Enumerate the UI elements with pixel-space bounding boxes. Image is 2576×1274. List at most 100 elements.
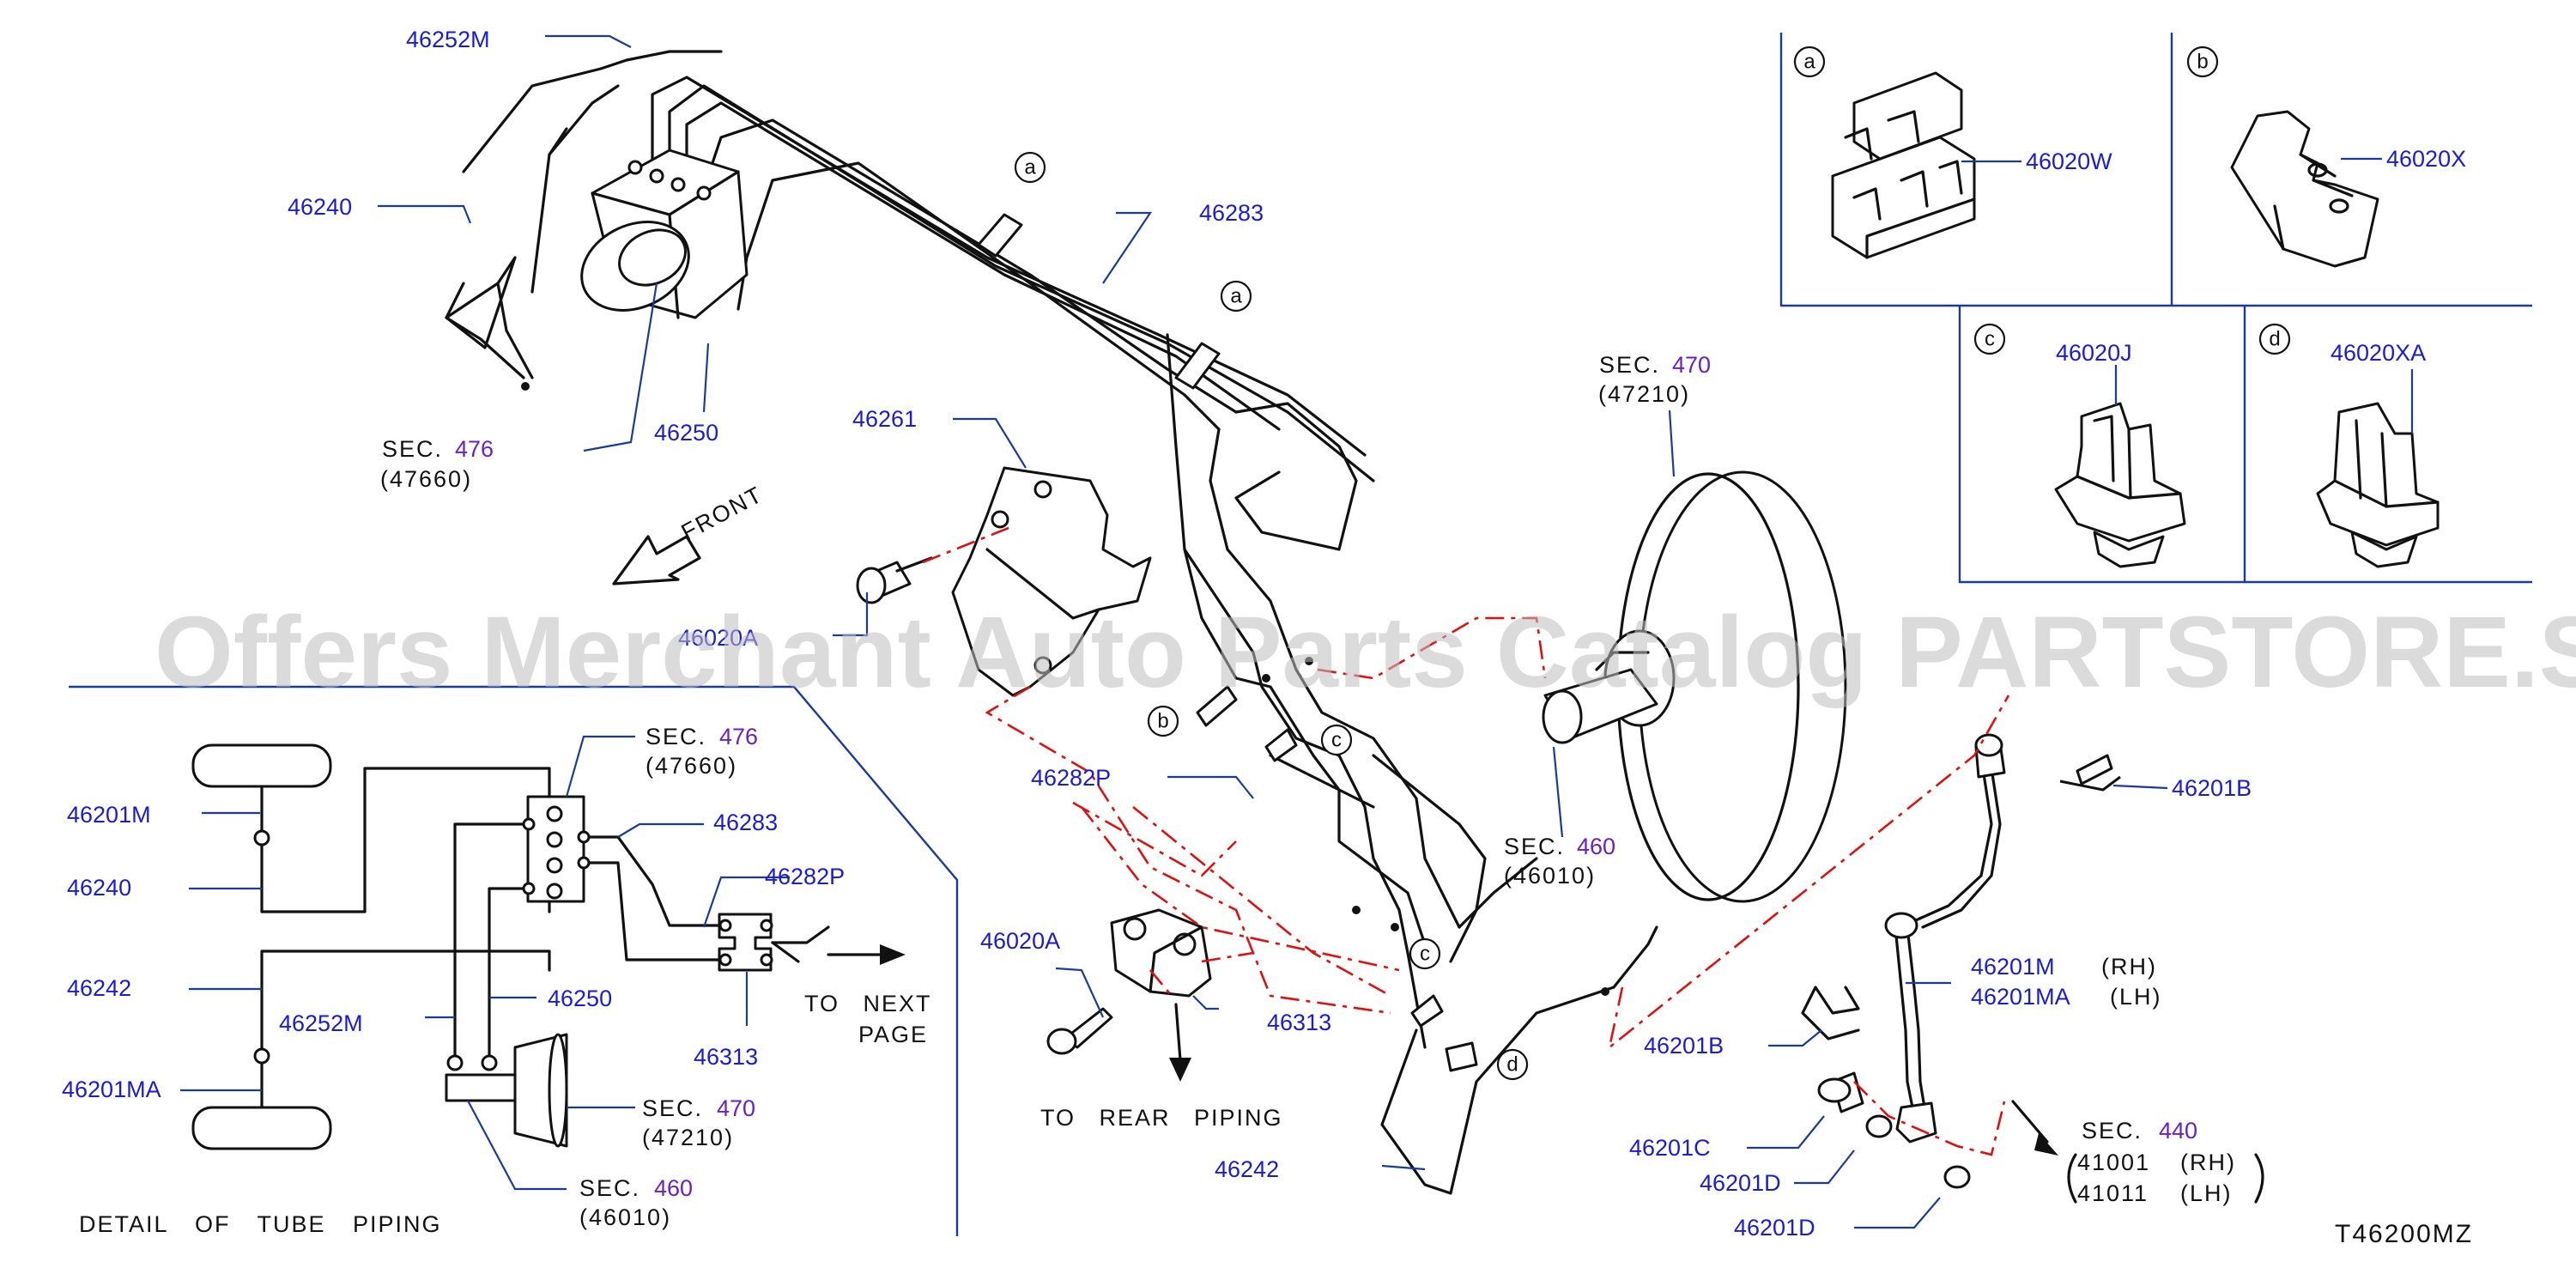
badge-a-2: a	[1220, 280, 1252, 312]
label-to-rear-piping: TO REAR PIPING	[1040, 1105, 1283, 1131]
svg-text:c: c	[1420, 943, 1430, 966]
svg-text:SEC.: SEC.	[579, 1175, 640, 1201]
svg-text:(47210): (47210)	[1598, 381, 1690, 407]
svg-text:440: 440	[2159, 1118, 2197, 1144]
badge-c-inset: c	[1973, 323, 2006, 355]
abs-actuator-and-tubes: a a b c c d	[445, 50, 1658, 1195]
callout-46201B-top: 46201B	[2172, 775, 2252, 801]
svg-text:SEC.: SEC.	[1504, 834, 1565, 859]
callout-46240: 46240	[288, 194, 352, 220]
inset-a-clip-46020W: a 46020W	[1793, 46, 2112, 259]
svg-text:SEC.: SEC.	[1599, 352, 1660, 378]
svg-text:476: 476	[719, 724, 758, 749]
svg-text:SEC.: SEC.	[382, 436, 443, 462]
bolt-46020A-upper	[856, 556, 933, 604]
svg-text:460: 460	[1577, 834, 1615, 859]
badge-c-2: c	[1409, 937, 1441, 970]
label-page: PAGE	[858, 1022, 928, 1047]
detail-callout-46252M: 46252M	[279, 1010, 363, 1036]
svg-text:c: c	[1985, 328, 1995, 351]
assembly-lines	[922, 526, 2010, 1156]
svg-text:SEC.: SEC.	[646, 724, 706, 749]
callout-46201D-b: 46201D	[1734, 1215, 1815, 1241]
detail-callout-46240: 46240	[67, 875, 131, 901]
badge-b-inset: b	[2186, 46, 2219, 78]
callout-46020XA: 46020XA	[2331, 340, 2426, 366]
inset-c-clip-46020J: c 46020J	[1973, 323, 2186, 568]
inset-frames	[1779, 33, 2532, 584]
sec-440-main: SEC. 440 41001 (RH) 41011 (LH)	[2067, 1118, 2264, 1206]
callout-46250: 46250	[654, 420, 718, 446]
callout-46020J: 46020J	[2056, 340, 2132, 366]
svg-text:d: d	[2269, 328, 2280, 351]
detail-title: DETAIL OF TUBE PIPING	[79, 1211, 442, 1237]
label-lh-hose: (LH)	[2110, 984, 2162, 1010]
svg-text:(LH): (LH)	[2180, 1180, 2233, 1206]
bracket-46261	[951, 466, 1152, 697]
callout-46201D-a: 46201D	[1700, 1170, 1781, 1196]
badge-d-1: d	[1496, 1048, 1529, 1081]
badge-a-1: a	[1014, 151, 1046, 184]
callout-46313: 46313	[1267, 1010, 1331, 1035]
svg-text:a: a	[1230, 285, 1242, 308]
diagram-code: T46200MZ	[2335, 1220, 2473, 1248]
svg-text:(47660): (47660)	[380, 466, 472, 492]
sec440-41001: 41001	[2077, 1150, 2150, 1175]
label-to-next: TO NEXT	[804, 991, 932, 1016]
svg-text:(46010): (46010)	[1504, 863, 1596, 889]
callout-46201B-bottom: 46201B	[1644, 1033, 1724, 1059]
svg-text:c: c	[1331, 729, 1342, 752]
callout-46261: 46261	[852, 406, 917, 432]
svg-text:a: a	[1024, 156, 1036, 179]
detail-sec-460: SEC. 460 (46010)	[579, 1175, 693, 1230]
svg-text:476: 476	[455, 436, 494, 462]
detail-sec-470: SEC. 470 (47210)	[642, 1095, 755, 1150]
callout-46201MA: 46201MA	[1971, 984, 2070, 1010]
sec-460-main: SEC. 460 (46010)	[1504, 834, 1615, 889]
watermark: Offers Merchant Auto Parts Catalog PARTS…	[155, 596, 2576, 709]
brake-hose-46201M	[1801, 733, 2121, 1189]
svg-text:b: b	[1157, 710, 1168, 733]
detail-callout-46242: 46242	[67, 975, 131, 1001]
callout-46201M: 46201M	[1971, 954, 2055, 980]
inset-b-clip-46020X: b 46020X	[2186, 46, 2466, 268]
svg-text:470: 470	[717, 1095, 755, 1121]
svg-text:460: 460	[654, 1175, 693, 1201]
detail-panel: 46201M 46240 46242 46201MA 46252M 46250 …	[62, 685, 959, 1237]
svg-text:a: a	[1803, 51, 1815, 74]
callout-46283: 46283	[1199, 200, 1264, 226]
detail-callout-46283: 46283	[713, 810, 778, 835]
callout-46020W: 46020W	[2026, 149, 2112, 174]
callout-46020X: 46020X	[2386, 146, 2466, 172]
svg-text:SEC.: SEC.	[2082, 1118, 2143, 1144]
callout-46201C: 46201C	[1629, 1135, 1711, 1161]
badge-d-inset: d	[2258, 323, 2291, 355]
sec440-41011: 41011	[2077, 1180, 2149, 1206]
badge-a-inset: a	[1793, 46, 1826, 78]
connector-46313	[1046, 908, 1212, 1082]
svg-text:470: 470	[1672, 352, 1711, 378]
brake-booster	[1542, 470, 1847, 903]
main-leaders	[378, 34, 2168, 1229]
svg-text:d: d	[1506, 1053, 1518, 1077]
detail-callout-46201MA: 46201MA	[62, 1077, 161, 1102]
svg-text:b: b	[2197, 51, 2208, 74]
front-arrow: FRONT	[612, 481, 767, 585]
svg-text:(47660): (47660)	[646, 753, 737, 779]
front-label: FRONT	[677, 481, 767, 545]
callout-46020A: 46020A	[980, 928, 1060, 954]
svg-text:(47210): (47210)	[642, 1125, 734, 1150]
badge-b-1: b	[1147, 705, 1179, 737]
detail-callout-46250: 46250	[548, 986, 612, 1011]
callout-46020A-upper: 46020A	[678, 625, 758, 651]
callout-46242: 46242	[1215, 1156, 1279, 1182]
svg-text:(46010): (46010)	[579, 1204, 671, 1230]
inset-d-clip-46020XA: d 46020XA	[2258, 323, 2440, 568]
detail-callout-46313: 46313	[694, 1044, 758, 1070]
sec-470-main: SEC. 470 (47210)	[1598, 352, 1711, 407]
badge-c-1: c	[1320, 724, 1353, 756]
detail-callout-46282P: 46282P	[765, 864, 845, 889]
callout-46282P: 46282P	[1031, 765, 1111, 791]
label-rh-hose: (RH)	[2101, 954, 2157, 980]
